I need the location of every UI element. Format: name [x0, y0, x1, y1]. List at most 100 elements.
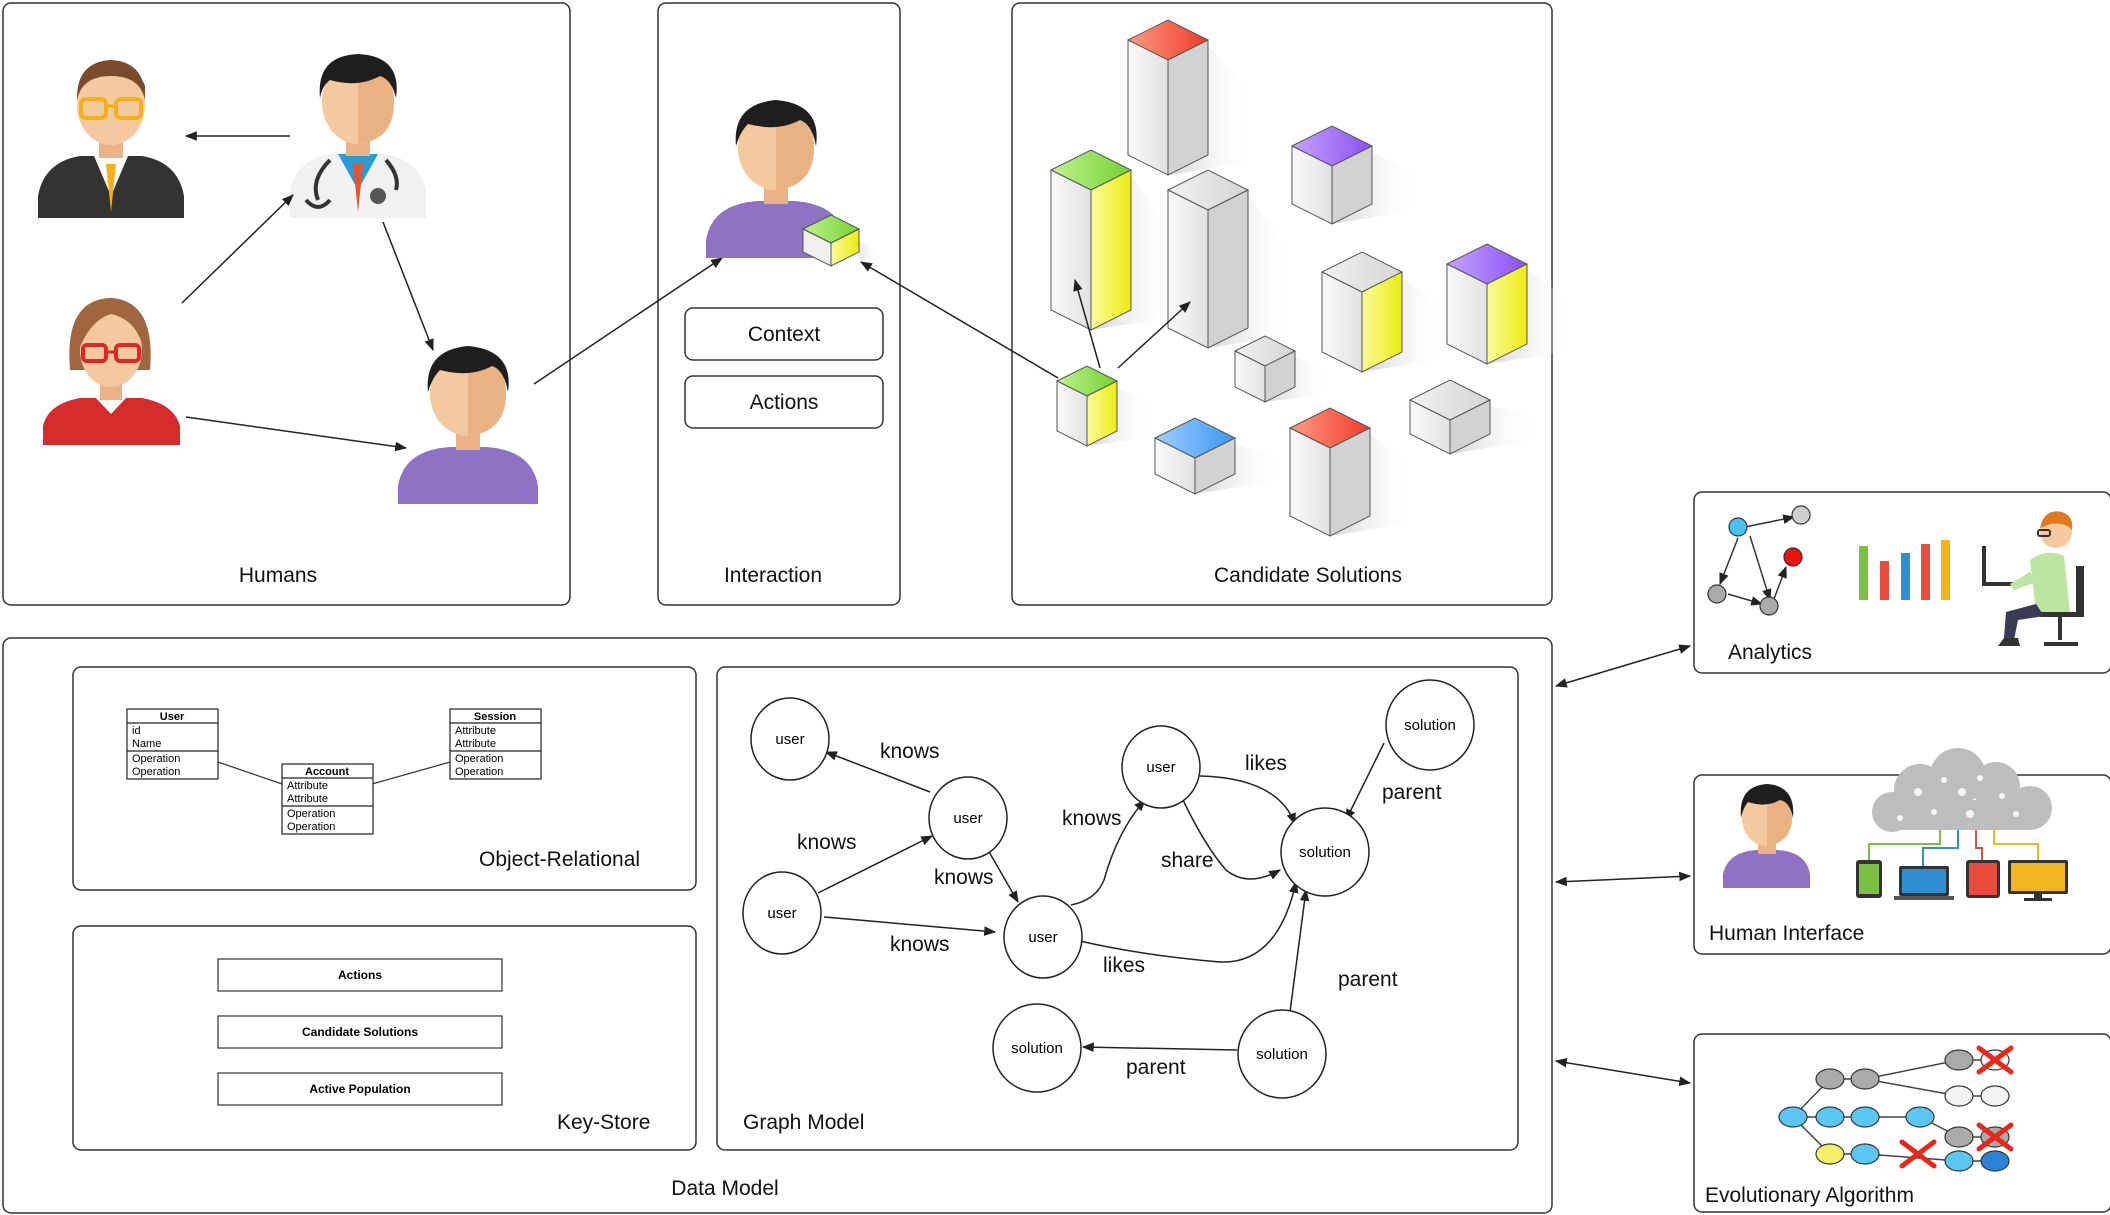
graph-node-user-b: user [928, 776, 1008, 860]
panel-data-model: Data Model [2, 637, 1553, 1214]
human-interface-label: Human Interface [1709, 922, 1864, 945]
uml-user-op: Operation [132, 753, 180, 765]
context-box: Context [684, 307, 884, 361]
cube-small-green-icon [1055, 365, 1153, 447]
graph-model-label: Graph Model [743, 1111, 864, 1134]
uml-class-session: Session Attribute Attribute Operation Op… [449, 708, 542, 780]
key-store-label: Key-Store [557, 1111, 650, 1134]
key-store-item: Active Population [217, 1072, 503, 1106]
device-connectors [1868, 830, 2039, 866]
interaction-label: Interaction [724, 564, 822, 587]
graph-node-label: user [775, 731, 804, 748]
evolution-edge [1864, 1059, 1960, 1080]
uml-session-op: Operation [455, 766, 503, 778]
businessman-icon [38, 60, 184, 218]
edge-label-knows: knows [934, 866, 994, 889]
panel-interaction: Interaction [657, 2, 901, 606]
graph-node-solution-center: solution [1280, 807, 1370, 897]
uml-user-field: id [132, 725, 141, 737]
graph-node-label: solution [1404, 717, 1456, 734]
graph-node-solution-top: solution [1385, 679, 1475, 771]
uml-user-title: User [160, 711, 185, 723]
person-icon [398, 346, 538, 504]
key-store-item-label: Candidate Solutions [302, 1025, 418, 1039]
edge-label-parent: parent [1338, 968, 1398, 991]
uml-session-op: Operation [455, 753, 503, 765]
uml-account-op: Operation [287, 821, 335, 833]
evolution-node [1815, 1068, 1845, 1090]
candidate-solutions-label: Candidate Solutions [1214, 564, 1402, 587]
graph-node-user-c: user [742, 871, 822, 955]
edge-label-share: share [1161, 849, 1214, 872]
panel-object-relational: Object-Relational [72, 666, 697, 891]
graph-node-label: solution [1299, 844, 1351, 861]
candidate-arrows [1073, 278, 1191, 369]
data-model-arrows [1554, 644, 1692, 1086]
evolution-node [1944, 1150, 1974, 1172]
uml-session-title: Session [474, 711, 516, 723]
key-store-item: Candidate Solutions [217, 1015, 503, 1049]
context-label: Context [748, 323, 821, 346]
panel-analytics: Analytics [1693, 491, 2110, 674]
data-model-label: Data Model [671, 1177, 778, 1200]
cube-red-icon [1288, 407, 1418, 537]
devices-icon [1856, 860, 2068, 901]
evolutionary-algorithm-label: Evolutionary Algorithm [1705, 1184, 1914, 1207]
person-at-computer-icon [1982, 511, 2084, 646]
cube-purple-icon [1290, 125, 1420, 225]
actions-label: Actions [750, 391, 819, 414]
evolution-node [1944, 1085, 1974, 1107]
graph-node-solution-left: solution [992, 1003, 1082, 1093]
graph-node-label: solution [1256, 1046, 1308, 1063]
uml-account-field: Attribute [287, 780, 328, 792]
uml-user-op: Operation [132, 766, 180, 778]
cube-yellow-side-icon [1320, 251, 1450, 373]
evolution-node [1980, 1150, 2010, 1172]
cube-white-tall-icon [1166, 169, 1296, 349]
graph-node-label: user [1146, 759, 1175, 776]
graph-node-user-e: user [1121, 725, 1201, 809]
evolution-node [1905, 1106, 1935, 1128]
key-store-items: Actions Candidate Solutions Active Popul… [217, 958, 503, 1106]
uml-user-field: Name [132, 738, 161, 750]
doctor-icon [290, 54, 426, 218]
evolution-node [1778, 1106, 1808, 1128]
uml-class-user: User id Name Operation Operation [126, 708, 219, 780]
uml-diagram: User id Name Operation Operation Account… [126, 708, 542, 835]
evolution-node [1815, 1143, 1845, 1165]
evolution-node [1850, 1106, 1880, 1128]
interaction-cube [801, 214, 880, 267]
edge-label-knows: knows [1062, 807, 1122, 830]
uml-account-field: Attribute [287, 793, 328, 805]
graph-edges [817, 742, 1385, 1053]
graph-node-label: user [1028, 929, 1057, 946]
key-store-item-label: Active Population [309, 1082, 410, 1096]
uml-account-op: Operation [287, 808, 335, 820]
graph-node-solution-bottom: solution [1237, 1009, 1327, 1099]
uml-session-field: Attribute [455, 725, 496, 737]
cube-blue-icon [1153, 417, 1283, 495]
eliminated-cross-icon [1899, 1139, 1937, 1169]
graph-node-user-a: user [750, 697, 830, 781]
edge-label-knows: knows [890, 933, 950, 956]
evolution-edge [1864, 1078, 1960, 1097]
evolution-node [1980, 1085, 2010, 1107]
cube-small-grey-icon [1233, 335, 1331, 403]
woman-icon [43, 298, 180, 445]
edge-label-parent: parent [1126, 1056, 1186, 1079]
cube-red-tall-icon [1126, 19, 1256, 176]
edge-label-knows: knows [797, 831, 857, 854]
key-store-item-label: Actions [338, 968, 382, 982]
graph-node-label: user [767, 905, 796, 922]
evolution-node [1850, 1068, 1880, 1090]
evolution-node [1850, 1143, 1880, 1165]
bar-chart-icon [1859, 540, 1950, 600]
panel-evolutionary-algorithm: Evolutionary Algorithm [1693, 1033, 2110, 1213]
humans-arrows [181, 131, 723, 452]
hi-person-icon [1723, 784, 1810, 888]
uml-session-field: Attribute [455, 738, 496, 750]
panel-key-store: Key-Store [72, 925, 697, 1151]
solution-to-interaction-arrow [859, 261, 1059, 379]
edge-label-likes: likes [1245, 752, 1287, 775]
